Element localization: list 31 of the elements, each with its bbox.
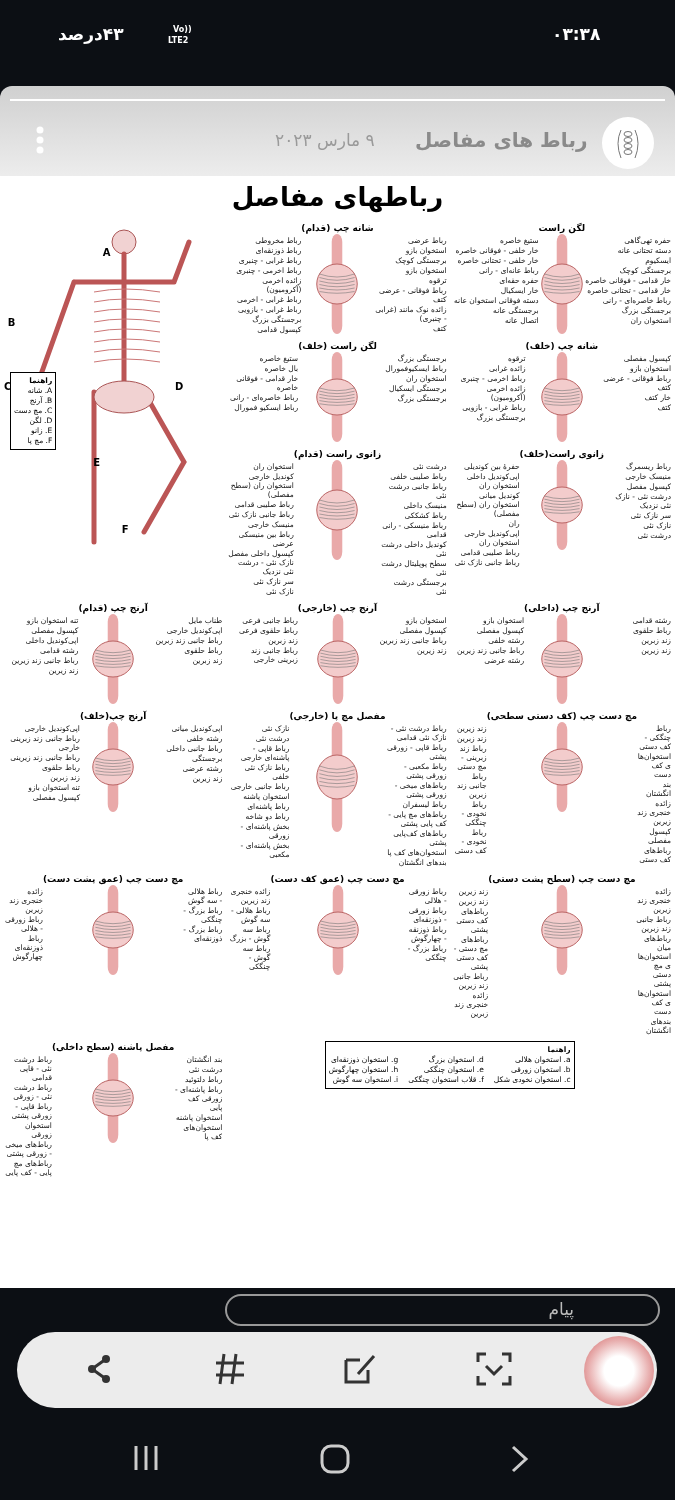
panel-title: مچ دست چپ (سطح پشت دستی) <box>488 873 636 885</box>
panel-title: مچ دست چپ (عمق کف دست) <box>270 873 405 885</box>
callout-letter: E <box>93 457 101 469</box>
network-text: LTE2 <box>168 36 189 45</box>
panel-title: مچ دست چپ (عمق پشت دست) <box>43 873 184 885</box>
message-field: پیام <box>225 1294 660 1326</box>
panel-title: آرنج چپ (خارجی) <box>297 602 378 614</box>
panel-title: لگن راست <box>538 222 586 234</box>
panel-title: مچ دست چپ (کف دستی سطحی) <box>486 710 637 722</box>
battery-text: ۴۳درصد <box>58 24 124 44</box>
post-date: ۹ مارس ۲۰۲۳ <box>275 130 375 150</box>
panel-title: لگن راست (خلف) <box>298 340 377 352</box>
panel-title: آرنج چپ (قدام) <box>78 602 148 614</box>
panel-title: زانوی راست (قدام) <box>293 448 382 460</box>
post-title: رباط های مفاصل <box>415 128 588 152</box>
panel-title: آرنج چپ(خلف) <box>79 710 147 722</box>
panel-title: شانه چپ (قدام) <box>301 222 374 234</box>
network-text: Vo)) <box>173 25 192 34</box>
clock-text: ۰۳:۳۸ <box>552 24 601 44</box>
legend-box <box>324 1041 575 1089</box>
callout-letter: D <box>175 381 184 392</box>
panel-title: شانه چپ (خلف) <box>525 340 599 352</box>
callout-letter: B <box>7 317 16 329</box>
poster-title: رباطهای مفاصل <box>230 182 445 212</box>
callout-letter: F <box>121 524 129 536</box>
legend-box <box>10 372 57 450</box>
panel-title: آرنج چپ (داخلی) <box>524 602 600 614</box>
panel-title: زانوی راست(خلف) <box>519 448 605 460</box>
panel-title: مفصل مچ پا (خارجی) <box>289 710 386 722</box>
callout-letter: A <box>102 247 111 259</box>
panel-title: مفصل پاشنه (سطح داخلی) <box>51 1041 175 1053</box>
